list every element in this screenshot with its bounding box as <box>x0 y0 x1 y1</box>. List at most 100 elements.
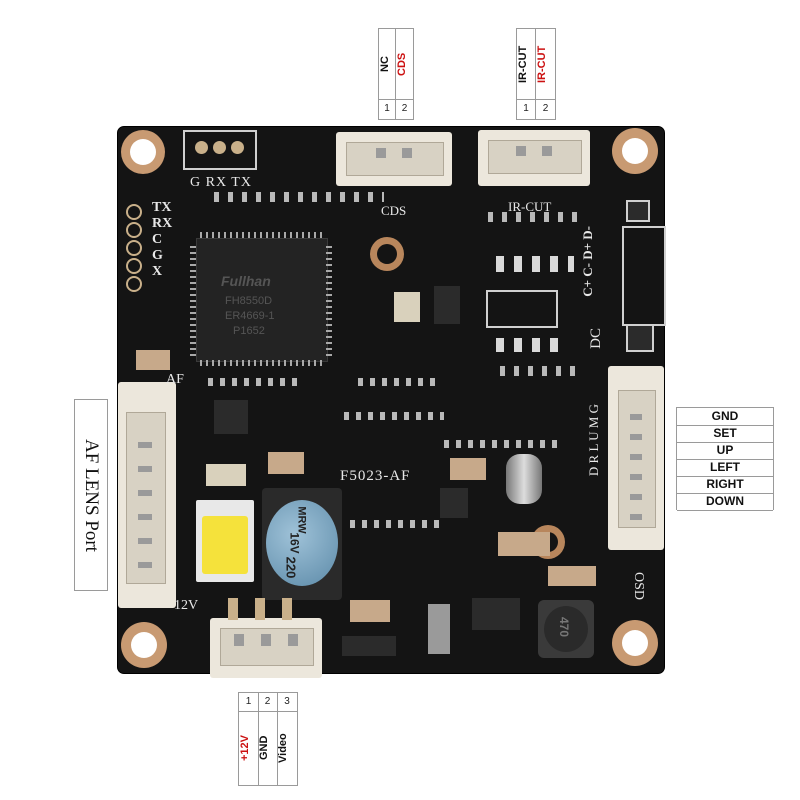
soc-line2: ER4669-1 <box>225 310 275 322</box>
resistor-row <box>344 412 444 420</box>
ircut-pin-1-column: IR-CUT 1 <box>517 29 536 119</box>
tantalum-capacitor <box>196 500 254 582</box>
smd-component <box>214 400 248 434</box>
power-pin-1-number: 1 <box>245 696 252 707</box>
cds-pin-table: NC 1 CDS 2 <box>378 28 414 120</box>
uart-pin-g <box>195 141 208 154</box>
mounting-hole-inner-top <box>370 237 404 271</box>
mounting-hole-bottom-right <box>612 620 658 666</box>
ircut-pin-1-label: IR-CUT <box>517 45 529 83</box>
mounting-hole-bottom-left <box>121 622 167 668</box>
board-name-silk: F5023-AF <box>340 468 411 484</box>
power-table-divider <box>239 711 297 712</box>
cds-pin-2-label: CDS <box>396 52 408 76</box>
dc-silk-label: DC <box>588 328 604 349</box>
dc-pad-bottom <box>626 324 654 352</box>
af-lens-connector <box>118 382 176 608</box>
smd-component <box>342 636 396 656</box>
crystal-oscillator <box>506 454 542 504</box>
ircut-table-divider <box>517 99 555 100</box>
resistor-row <box>214 192 384 202</box>
uart-header <box>183 130 257 170</box>
power-pin-table: 1 +12V 2 GND 3 Video <box>238 692 298 786</box>
ircut-pin-1-number: 1 <box>523 103 529 114</box>
smd-component <box>428 604 450 654</box>
cds-pin-2-column: CDS 2 <box>396 29 414 119</box>
cds-pin-1-number: 1 <box>384 103 390 114</box>
smd-component <box>350 600 390 622</box>
side-pin-label-rx: RX <box>152 216 173 231</box>
power-inductor: 470 <box>538 600 594 658</box>
uart-silk-label: G RX TX <box>190 175 252 190</box>
ircut-pin-2-number: 2 <box>542 103 549 114</box>
power-connector-pins <box>228 598 294 620</box>
af-silk-label: AF <box>166 372 184 387</box>
side-pin-label-x: X <box>152 264 163 279</box>
soc-pins-right <box>326 242 332 356</box>
ircut-driver-outline <box>486 290 558 328</box>
test-pad-column <box>126 204 142 292</box>
smd-component <box>472 598 520 630</box>
ircut-connector <box>478 130 590 186</box>
smd-component <box>450 458 486 480</box>
osd-connector <box>608 366 664 550</box>
side-pin-label-tx: TX <box>152 200 172 215</box>
af-lens-port-box: AF LENS Port <box>74 399 108 591</box>
uart-pin-tx <box>231 141 244 154</box>
osd-pin-table: GND SET UP LEFT RIGHT DOWN <box>676 407 774 511</box>
electrolytic-capacitor: MRW 16V 220 <box>262 488 342 600</box>
power-pin-2-column: 2 GND <box>258 693 278 785</box>
osd-pin-up: UP <box>677 442 773 460</box>
smd-component <box>206 464 246 486</box>
smd-component <box>434 286 460 324</box>
side-pin-label-c: C <box>152 232 163 247</box>
resistor-row <box>488 212 578 222</box>
smd-component <box>268 452 304 474</box>
soc-pins-bottom <box>200 360 322 366</box>
mounting-hole-top-right <box>612 128 658 174</box>
soc-line3: P1652 <box>233 325 265 337</box>
smd-component <box>548 566 596 586</box>
smd-component <box>136 350 170 370</box>
ircut-pin-2-column: IR-CUT 2 <box>536 29 556 119</box>
resistor-row <box>208 378 298 386</box>
osd-pin-gnd: GND <box>677 408 773 426</box>
cds-pin-1-column: NC 1 <box>379 29 396 119</box>
ircut-pin-2-label: IR-CUT <box>536 45 548 83</box>
power-connector <box>210 618 322 678</box>
osd-pin-down: DOWN <box>677 493 773 511</box>
power-pin-3-column: 3 Video <box>277 693 298 785</box>
af-lens-port-label: AF LENS Port <box>81 438 102 552</box>
osd-silk-label: OSD <box>631 572 646 601</box>
soc-brand: Fullhan <box>221 273 271 289</box>
power-silk-label: 12V <box>174 598 199 613</box>
capacitor-brand: MRW <box>295 506 308 534</box>
power-pin-3-label: Video <box>277 733 289 763</box>
resistor-row <box>500 366 584 376</box>
smd-component <box>394 292 420 322</box>
soc-chip: Fullhan FH8550D ER4669-1 P1652 <box>196 238 328 362</box>
side-pin-label-g: G <box>152 248 163 263</box>
ircut-silk-label: IR-CUT <box>508 199 552 214</box>
power-pin-1-label: +12V <box>239 735 251 761</box>
soc-pins-top <box>200 232 322 238</box>
inductor-value: 470 <box>557 616 572 638</box>
power-pin-2-number: 2 <box>264 696 271 707</box>
power-pin-3-number: 3 <box>284 696 290 707</box>
drlum-silk-label: D R L U M G <box>586 404 601 477</box>
capacitor-voltage: 16V <box>287 532 302 554</box>
dc-connector-pads <box>622 226 666 326</box>
cds-pin-2-number: 2 <box>401 103 408 114</box>
cds-table-divider <box>379 99 413 100</box>
resistor-row <box>350 520 440 528</box>
resistor-row <box>358 378 438 386</box>
osd-pin-left: LEFT <box>677 459 773 477</box>
dc-pad-top <box>626 200 650 222</box>
cds-pin-1-label: NC <box>379 56 391 72</box>
cds-connector <box>336 132 452 186</box>
power-pin-2-label: GND <box>258 735 270 761</box>
mounting-hole-top-left <box>121 130 165 174</box>
resistor-row <box>496 338 566 352</box>
soc-pins-left <box>190 242 196 356</box>
soc-line1: FH8550D <box>225 295 273 307</box>
